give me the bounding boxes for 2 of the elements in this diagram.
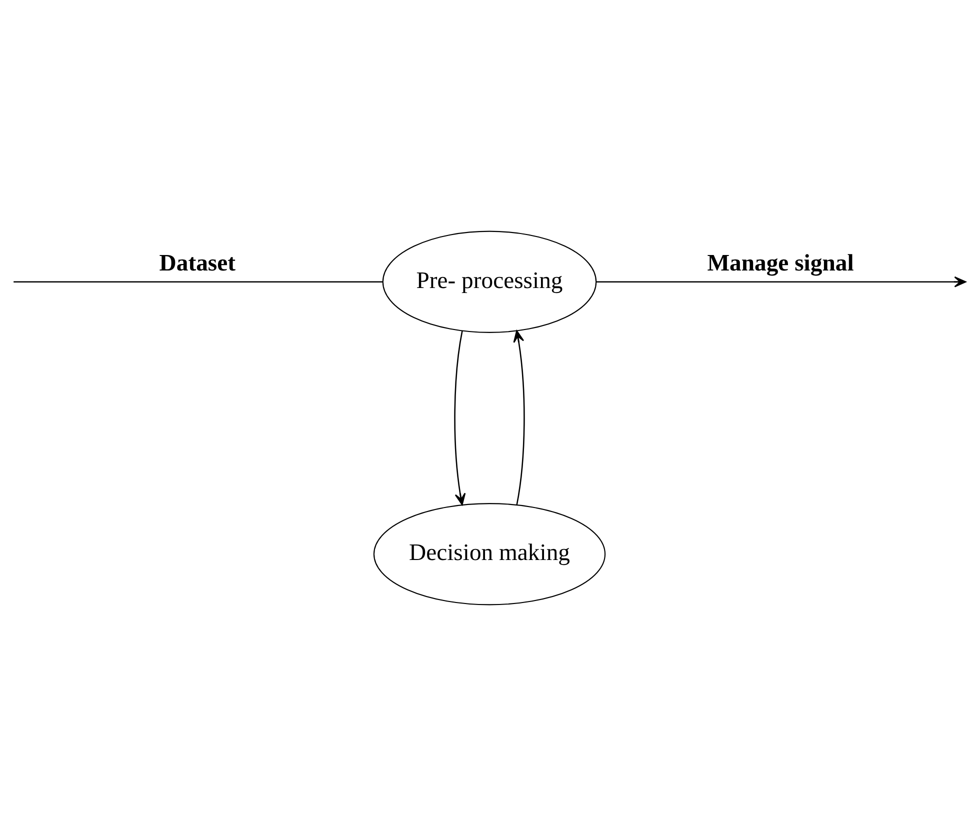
edge-label: Manage signal (707, 250, 854, 277)
edge-label: Dataset (159, 250, 236, 277)
